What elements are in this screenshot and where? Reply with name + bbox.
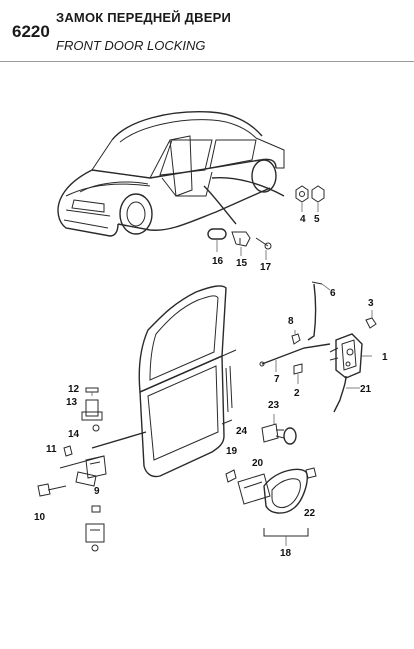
lock-rod-7 <box>259 343 331 372</box>
part-label: 4 <box>300 214 306 225</box>
part-label: 18 <box>280 548 292 559</box>
part-label: 23 <box>268 400 280 411</box>
parts-15-16-17 <box>207 228 272 260</box>
lock-cylinder <box>261 414 297 445</box>
part-label: 6 <box>330 288 336 299</box>
part-label: 5 <box>314 214 320 225</box>
car-illustration <box>57 111 285 237</box>
header-divider <box>0 61 414 62</box>
part-label: 3 <box>368 298 374 309</box>
part-label: 1 <box>382 352 388 363</box>
part-label: 20 <box>252 458 264 469</box>
lock-rod-6 <box>307 281 331 341</box>
title-russian: ЗАМОК ПЕРЕДНЕЙ ДВЕРИ <box>56 10 231 25</box>
part-label: 21 <box>360 384 372 395</box>
part-label: 24 <box>236 426 248 437</box>
part-label: 9 <box>94 486 100 497</box>
part-label: 12 <box>68 384 80 395</box>
hinge-parts <box>37 387 147 552</box>
part-label: 19 <box>226 446 238 457</box>
part-label: 16 <box>212 256 224 267</box>
part-label: 22 <box>304 508 316 519</box>
part-label: 15 <box>236 258 248 269</box>
outside-handle-assembly <box>225 467 317 546</box>
part-label: 17 <box>260 262 272 273</box>
parts-2-3-8 <box>291 310 377 384</box>
part-label: 2 <box>294 388 300 399</box>
part-label: 7 <box>274 374 280 385</box>
title-english: FRONT DOOR LOCKING <box>56 38 206 53</box>
page-header: 6220 ЗАМОК ПЕРЕДНЕЙ ДВЕРИ FRONT DOOR LOC… <box>0 0 414 62</box>
part-label: 8 <box>288 316 294 327</box>
section-code: 6220 <box>12 22 50 41</box>
part-labels: 4 5 16 15 17 6 3 8 1 7 2 21 12 13 23 14 … <box>34 214 388 559</box>
door-lock-assembly <box>329 333 372 379</box>
part-label: 11 <box>46 444 57 455</box>
part-label: 13 <box>66 397 78 408</box>
part-label: 10 <box>34 512 46 523</box>
front-door <box>138 285 237 478</box>
lock-rod-21 <box>333 375 360 413</box>
parts-4-5 <box>295 185 325 212</box>
part-label: 14 <box>68 429 80 440</box>
